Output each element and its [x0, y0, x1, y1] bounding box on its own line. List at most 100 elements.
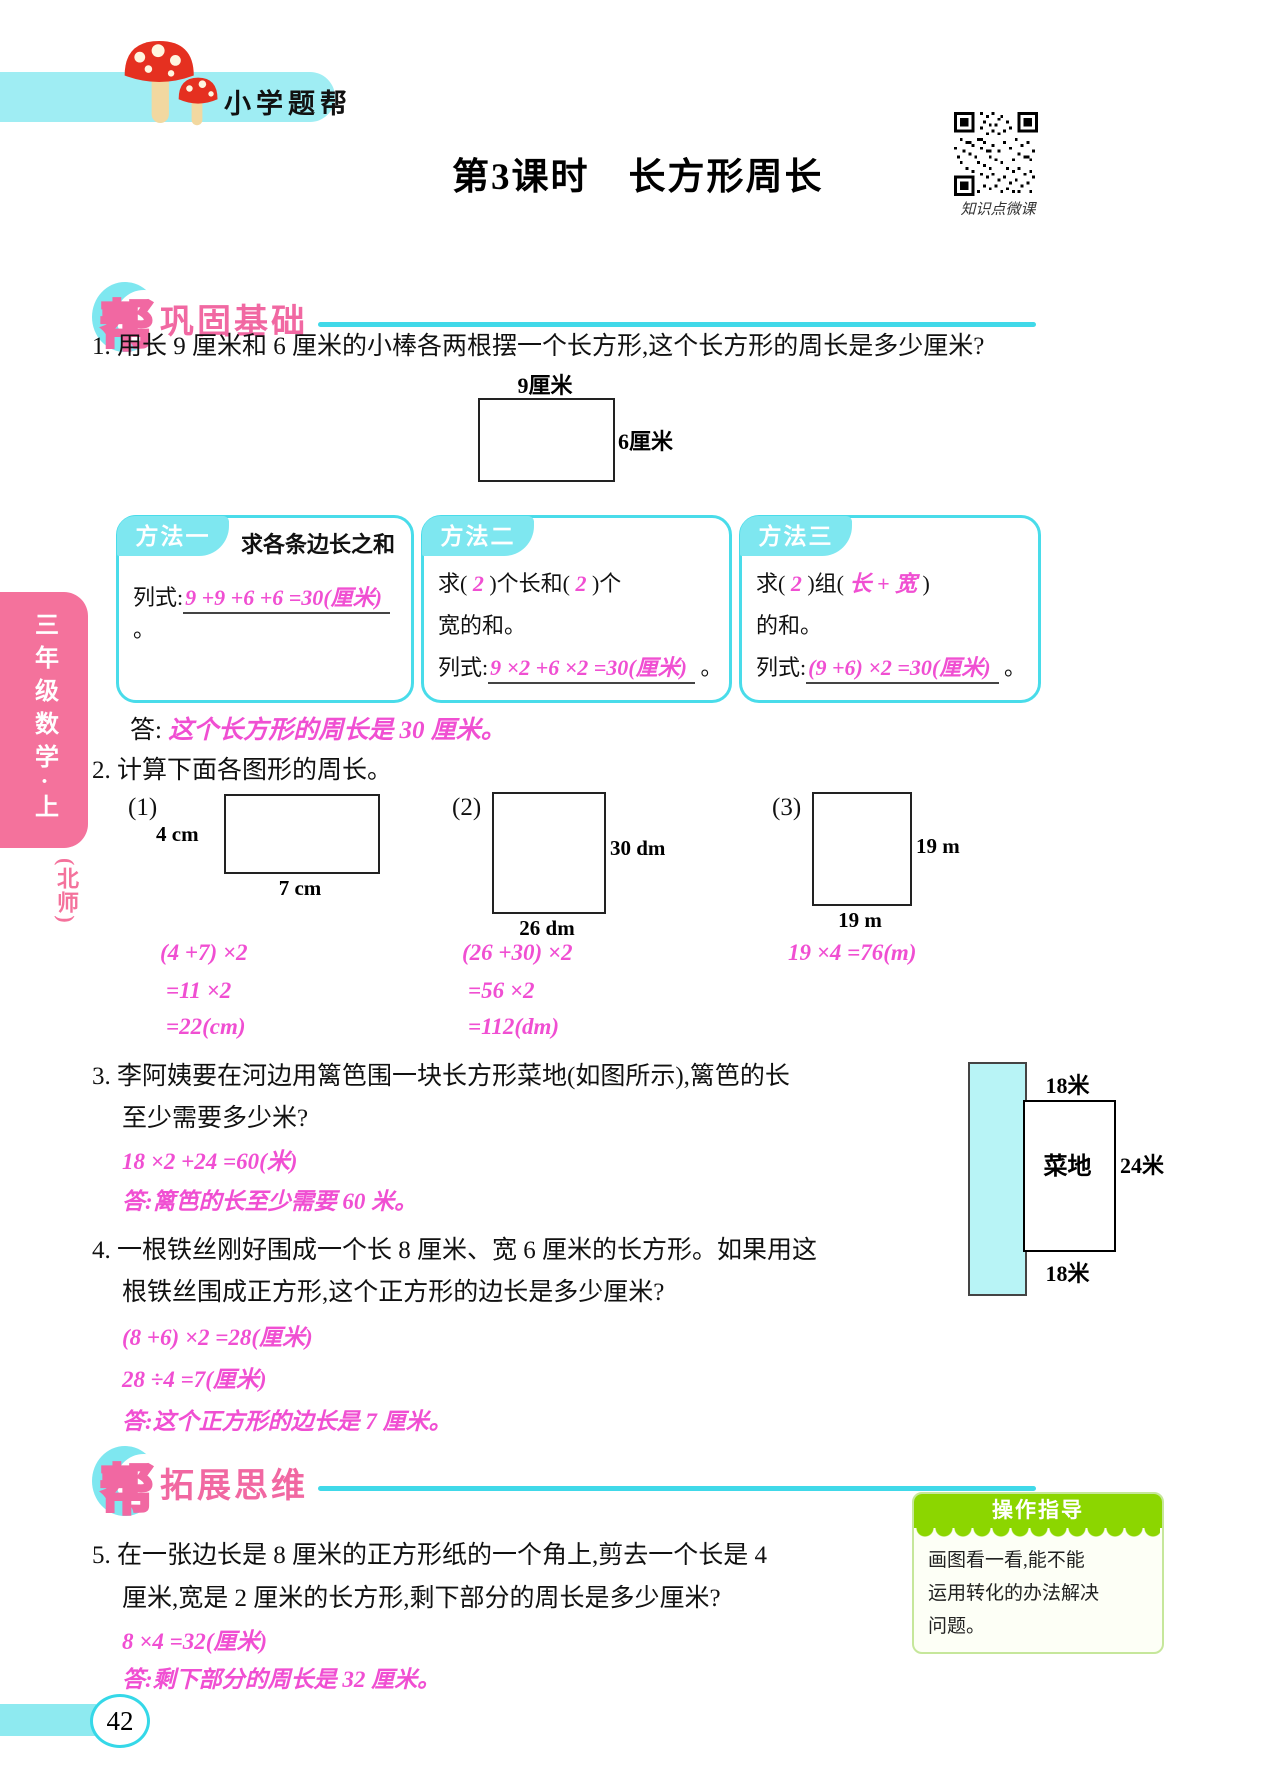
q2-work1-line1: (4 +7) ×2 — [160, 940, 248, 965]
q2-work2-line1: (26 +30) ×2 — [462, 940, 573, 965]
q2-work1-line2: =11 ×2 — [166, 978, 232, 1003]
q4-work2: 28 ÷4 =7(厘米) — [122, 1367, 267, 1392]
tip-header: 操作指导 — [914, 1494, 1162, 1528]
section1-divider — [318, 322, 1036, 327]
method2-seg1: 求( — [438, 571, 468, 596]
q4-answer: 答:这个正方形的边长是 7 厘米。 — [122, 1409, 452, 1434]
tip-line3: 问题。 — [928, 1616, 986, 1637]
q2-fig1-rectangle — [224, 794, 380, 874]
method2-equation-answer: 9 ×2 +6 ×2 =30(厘米) — [488, 655, 695, 684]
q2-fig3-side-label: 19 m — [916, 834, 960, 858]
method3-tab: 方法三 — [740, 516, 852, 556]
sidebar-edition-label: (北师) — [54, 858, 79, 925]
tip-box: 操作指导 画图看一看,能不能 运用转化的办法解决 问题。 — [912, 1492, 1164, 1654]
q3-line2: 至少需要多少米? — [122, 1105, 309, 1132]
method2-seg2: )个长和( — [489, 571, 570, 596]
q2-fig1-side-label: 4 cm — [156, 822, 199, 846]
method2-equation-prefix: 列式: — [438, 655, 489, 680]
method3-equation-answer: (9 +6) ×2 =30(厘米) — [806, 655, 999, 684]
qr-caption: 知识点微课 — [960, 200, 1036, 218]
q1-figure-right-label: 6厘米 — [618, 429, 674, 454]
q2-fig3-rectangle — [812, 792, 912, 906]
q5-line2: 厘米,宽是 2 厘米的长方形,剩下部分的周长是多少厘米? — [122, 1585, 721, 1612]
section2-divider — [318, 1486, 1036, 1491]
method1-equation-prefix: 列式: — [133, 585, 184, 610]
section1-badge-circle — [92, 282, 172, 352]
method3-equation-period: 。 — [1004, 655, 1027, 680]
q1-rectangle — [478, 398, 615, 482]
method1-title: 求各条边长之和 — [241, 532, 396, 557]
page-title: 第3课时 长方形周长 — [452, 157, 824, 198]
method1-tab: 方法一 — [117, 516, 229, 556]
method1-equation-period: 。 — [133, 617, 156, 642]
q3-plot-rectangle — [1023, 1100, 1116, 1252]
method2-equation: 列式:9 ×2 +6 ×2 =30(厘米) 。 — [438, 650, 723, 684]
q2-fig2-side-label: 30 dm — [610, 836, 666, 860]
method3-blank1: 2 — [790, 571, 802, 596]
q2-work1-line3: =22(cm) — [166, 1014, 246, 1039]
q2-work3-line1: 19 ×4 =76(m) — [788, 940, 917, 965]
section2-title: 拓展思维 — [160, 1467, 308, 1505]
section1-title: 巩固基础 — [160, 303, 308, 341]
q2-work2-line2: =56 ×2 — [468, 978, 535, 1003]
q3-fig-right-label: 24米 — [1120, 1153, 1165, 1178]
q4-line2: 根铁丝围成正方形,这个正方形的边长是多少厘米? — [122, 1279, 665, 1306]
q3-fig-bottom-label: 18米 — [1045, 1261, 1090, 1286]
tip-scallop-edge — [916, 1528, 1160, 1537]
q2-fig1-label: (1) — [128, 794, 158, 821]
q1-answer-label: 答: — [130, 717, 162, 744]
q1-figure-top-label: 9厘米 — [517, 373, 573, 398]
q2-fig2-bottom-label: 26 dm — [519, 916, 575, 940]
tip-line2: 运用转化的办法解决 — [928, 1583, 1100, 1604]
q2-fig3-bottom-label: 19 m — [838, 908, 882, 932]
method3-blank2: 长 + 宽 — [849, 571, 918, 596]
section2-badge: 帮 — [99, 1460, 156, 1523]
tip-line1: 画图看一看,能不能 — [928, 1550, 1085, 1571]
mushroom-logo-icon — [124, 40, 218, 126]
method2-tab: 方法二 — [422, 516, 534, 556]
method3-seg3: ) — [922, 571, 930, 596]
q3-plot-name: 菜地 — [1043, 1154, 1092, 1180]
brand-name: 小学题帮 — [224, 89, 352, 119]
method2-blank1: 2 — [472, 571, 484, 596]
q1-text: 1. 用长 9 厘米和 6 厘米的小棒各两根摆一个长方形,这个长方形的周长是多少… — [92, 333, 985, 360]
method3-equation: 列式:(9 +6) ×2 =30(厘米) 。 — [756, 650, 1027, 684]
method1-equation: 列式:9 +9 +6 +6 =30(厘米) 。 — [133, 580, 411, 644]
q5-answer: 答:剩下部分的周长是 32 厘米。 — [122, 1667, 441, 1692]
method3-line1: 求( 2 )组( 长 + 宽 ) — [756, 566, 930, 598]
method3-seg2: )组( — [807, 571, 844, 596]
section1-badge: 帮 — [99, 296, 156, 359]
q2-work2-line3: =112(dm) — [468, 1014, 560, 1039]
q1-answer-line: 答: 这个长方形的周长是 30 厘米。 — [130, 710, 506, 746]
q2-fig2-rectangle — [492, 792, 606, 914]
q4-line1: 4. 一根铁丝刚好围成一个长 8 厘米、宽 6 厘米的长方形。如果用这 — [92, 1237, 818, 1264]
page-number: 42 — [90, 1694, 150, 1748]
q3-line1: 3. 李阿姨要在河边用篱笆围一块长方形菜地(如图所示),篱笆的长 — [92, 1063, 790, 1090]
method1-box: 方法一 求各条边长之和 列式:9 +9 +6 +6 =30(厘米) 。 — [116, 515, 414, 703]
method2-box: 方法二 求( 2 )个长和( 2 )个 宽的和。 列式:9 ×2 +6 ×2 =… — [421, 515, 732, 703]
method3-seg1: 求( — [756, 571, 786, 596]
q3-answer: 答:篱笆的长至少需要 60 米。 — [122, 1189, 418, 1214]
method1-equation-answer: 9 +9 +6 +6 =30(厘米) — [183, 585, 390, 614]
method3-box: 方法三 求( 2 )组( 长 + 宽 ) 的和。 列式:(9 +6) ×2 =3… — [739, 515, 1041, 703]
footer-bar — [0, 1704, 96, 1736]
sidebar-grade-label: 三年级数学·上 — [30, 612, 57, 828]
method3-line2: 的和。 — [756, 613, 823, 638]
method2-blank2: 2 — [575, 571, 587, 596]
method3-equation-prefix: 列式: — [756, 655, 807, 680]
method2-line2: 宽的和。 — [438, 613, 527, 638]
q4-work1: (8 +6) ×2 =28(厘米) — [122, 1325, 313, 1350]
q3-river-strip — [968, 1062, 1027, 1296]
q2-fig1-bottom-label: 7 cm — [278, 876, 322, 900]
q3-work: 18 ×2 +24 =60(米) — [122, 1149, 298, 1174]
method2-seg3: )个 — [591, 571, 622, 596]
section2-badge-circle — [92, 1446, 172, 1516]
q5-work: 8 ×4 =32(厘米) — [122, 1629, 268, 1654]
method2-equation-period: 。 — [700, 655, 723, 680]
q3-fig-top-label: 18米 — [1045, 1073, 1090, 1098]
q2-fig3-label: (3) — [772, 794, 802, 821]
q5-line1: 5. 在一张边长是 8 厘米的正方形纸的一个角上,剪去一个长是 4 — [92, 1542, 768, 1569]
sidebar-grade-tab: 三年级数学·上 — [0, 592, 88, 848]
method2-line1: 求( 2 )个长和( 2 )个 — [438, 566, 621, 598]
